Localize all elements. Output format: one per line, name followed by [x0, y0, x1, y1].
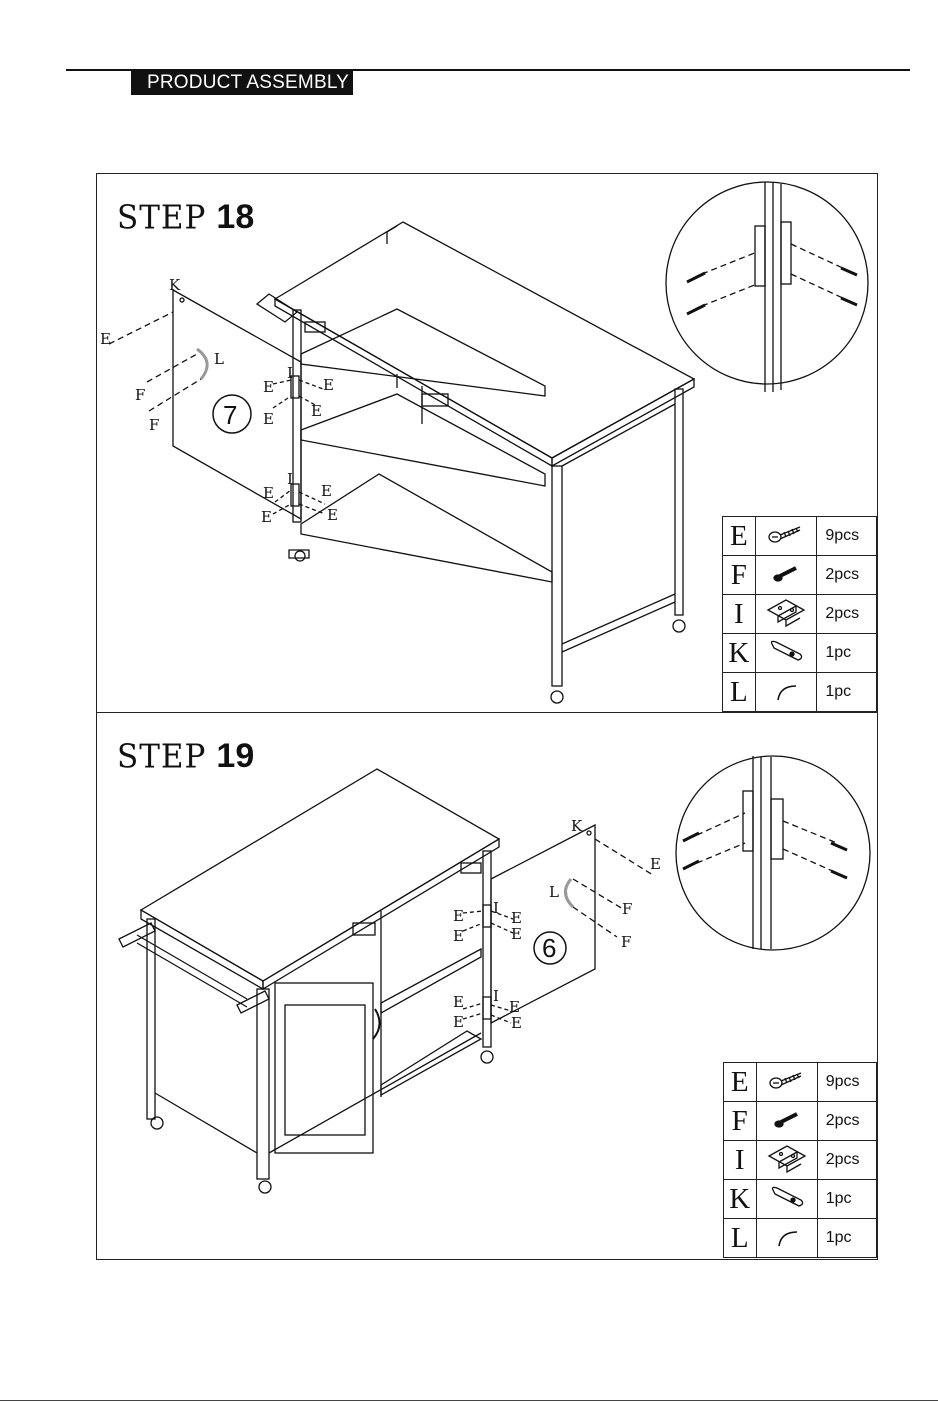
callout-label: E: [511, 1014, 522, 1032]
part-quantity: 9pcs: [817, 517, 877, 556]
handle-icon: [756, 1219, 817, 1258]
callout-label: E: [650, 855, 661, 873]
callout-label: E: [511, 925, 522, 943]
part-quantity: 2pcs: [817, 595, 877, 634]
bolt-icon: [755, 556, 817, 595]
parts-row: L 1pc: [724, 1219, 877, 1258]
callout-label: F: [622, 900, 632, 918]
part-quantity: 1pc: [817, 673, 877, 712]
hinge-detail-circle: [666, 182, 868, 384]
door-number: 6: [542, 933, 556, 963]
part-code: I: [723, 595, 756, 634]
part-code: K: [723, 634, 756, 673]
parts-row: I 2pcs: [724, 1141, 877, 1180]
callout-label: F: [135, 386, 145, 404]
screw-icon: [755, 517, 817, 556]
callout-label: E: [263, 378, 274, 396]
door-number: 7: [223, 400, 237, 430]
parts-row: K 1pc: [723, 634, 877, 673]
callout-label: I: [287, 364, 293, 382]
part-quantity: 2pcs: [817, 1141, 876, 1180]
bolt-icon: [756, 1102, 817, 1141]
part-code: K: [724, 1180, 757, 1219]
parts-row: K 1pc: [724, 1180, 877, 1219]
callout-label: L: [549, 883, 559, 901]
footer-rule: [0, 1400, 938, 1401]
parts-row: E 9pcs: [724, 1063, 877, 1102]
callout-label: F: [621, 933, 631, 951]
callout-label: F: [149, 416, 159, 434]
callout-label: K: [169, 276, 181, 294]
section-title: PRODUCT ASSEMBLY: [131, 71, 353, 95]
part-code: I: [724, 1141, 757, 1180]
parts-row: F 2pcs: [723, 556, 877, 595]
callout-label: L: [214, 350, 224, 368]
part-quantity: 9pcs: [817, 1063, 876, 1102]
hinge-icon: [755, 595, 817, 634]
callout-label: E: [323, 376, 334, 394]
part-code: F: [723, 556, 756, 595]
part-code: L: [723, 673, 756, 712]
part-quantity: 2pcs: [817, 1102, 876, 1141]
part-quantity: 1pc: [817, 634, 877, 673]
callout-label: E: [263, 484, 274, 502]
part-quantity: 1pc: [817, 1180, 876, 1219]
parts-row: L 1pc: [723, 673, 877, 712]
callout-label: E: [311, 402, 322, 420]
callout-label: I: [493, 987, 499, 1005]
callout-label: E: [327, 506, 338, 524]
callout-label: E: [321, 482, 332, 500]
parts-row: I 2pcs: [723, 595, 877, 634]
callout-label: I: [287, 470, 293, 488]
part-quantity: 2pcs: [817, 556, 877, 595]
part-quantity: 1pc: [817, 1219, 876, 1258]
screw-icon: [756, 1063, 817, 1102]
callout-label: E: [453, 993, 464, 1011]
part-code: L: [724, 1219, 757, 1258]
door-panel: [491, 825, 595, 1023]
parts-list: E 9pcs F 2pcs I 2pcs K 1pc L 1pc: [723, 1062, 877, 1258]
callout-label: E: [453, 927, 464, 945]
hinge-detail-circle: [676, 756, 870, 950]
callout-label: I: [493, 899, 499, 917]
part-code: E: [723, 517, 756, 556]
callout-label: E: [261, 508, 272, 526]
parts-list: E 9pcs F 2pcs I 2pcs K 1pc L 1pc: [722, 516, 877, 712]
parts-row: F 2pcs: [724, 1102, 877, 1141]
callout-label: E: [100, 330, 111, 348]
callout-label: E: [263, 410, 274, 428]
callout-label: E: [453, 1013, 464, 1031]
washer-plate-icon: [755, 634, 817, 673]
handle-icon: [755, 673, 817, 712]
hinge-icon: [756, 1141, 817, 1180]
part-code: F: [724, 1102, 757, 1141]
callout-label: E: [453, 907, 464, 925]
parts-row: E 9pcs: [723, 517, 877, 556]
washer-plate-icon: [756, 1180, 817, 1219]
callout-label: K: [571, 817, 583, 835]
part-code: E: [724, 1063, 757, 1102]
